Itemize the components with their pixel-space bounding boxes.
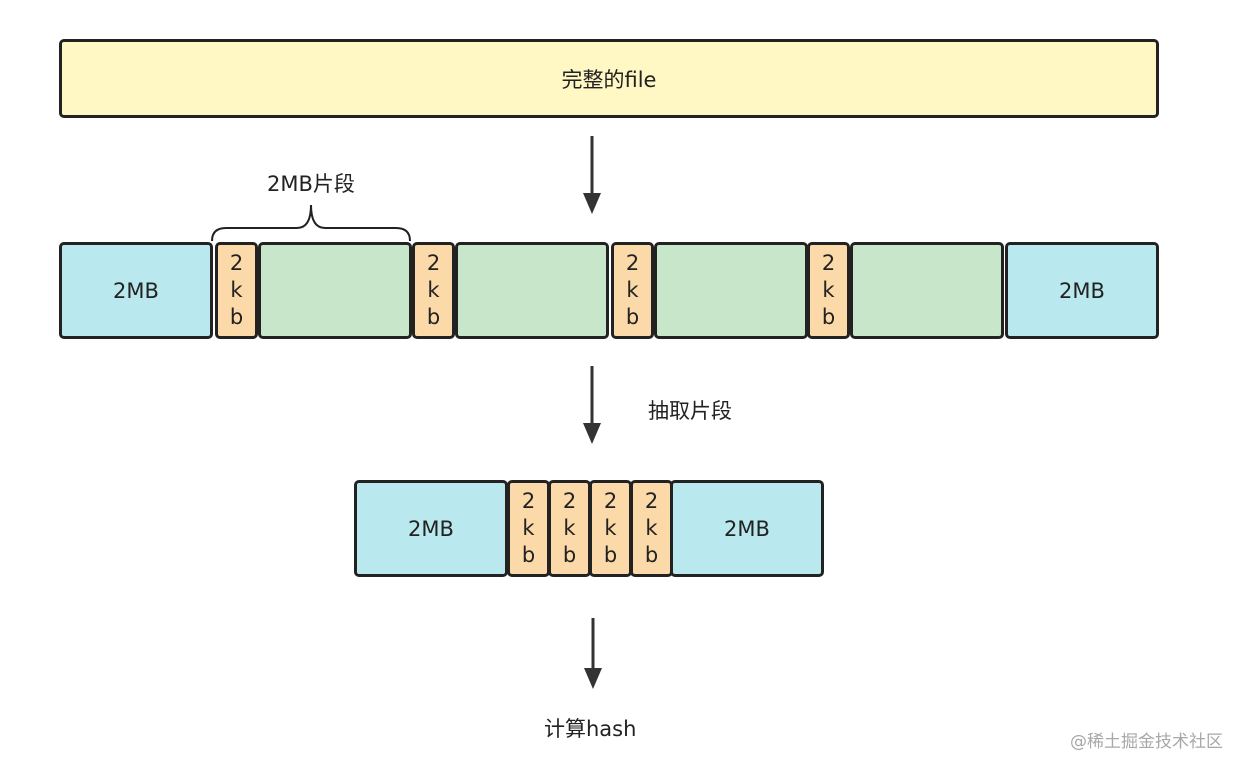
extracted-2kb-label: 2 k b: [603, 489, 618, 567]
middle-segment-block: [654, 242, 808, 339]
sample-2kb-block: 2 k b: [412, 242, 455, 339]
middle-segment-block: [258, 242, 412, 339]
whole-file-label: 完整的file: [561, 67, 657, 92]
last-2mb-label: 2MB: [1059, 278, 1105, 303]
sample-2kb-block: 2 k b: [807, 242, 850, 339]
extracted-2kb-label: 2 k b: [562, 489, 577, 567]
compute-hash-label: 计算hash: [544, 717, 637, 741]
down-arrow-icon: [583, 136, 601, 214]
sample-2kb-block: 2 k b: [611, 242, 654, 339]
extracted-first-2mb-label: 2MB: [408, 516, 454, 541]
whole-file-block: 完整的file: [59, 39, 1159, 118]
segment-brace-label: 2MB片段: [267, 172, 355, 196]
sample-2kb-label: 2 k b: [426, 251, 441, 329]
sample-2kb-label: 2 k b: [625, 251, 640, 329]
middle-segment-block: [455, 242, 609, 339]
sample-2kb-label: 2 k b: [229, 251, 244, 329]
extracted-last-2mb-label: 2MB: [724, 516, 770, 541]
extracted-2kb-label: 2 k b: [521, 489, 536, 567]
down-arrow-icon: [583, 366, 601, 444]
sample-2kb-block: 2 k b: [215, 242, 258, 339]
extracted-last-2mb-block: 2MB: [670, 480, 824, 577]
extracted-2kb-label: 2 k b: [644, 489, 659, 567]
first-2mb-block: 2MB: [59, 242, 213, 339]
extract-segments-label: 抽取片段: [648, 399, 732, 423]
extracted-2kb-block: 2 k b: [630, 480, 673, 577]
segment-brace-icon: [211, 204, 411, 242]
down-arrow-icon: [584, 618, 602, 689]
last-2mb-block: 2MB: [1005, 242, 1159, 339]
first-2mb-label: 2MB: [113, 278, 159, 303]
sample-2kb-label: 2 k b: [821, 251, 836, 329]
middle-segment-block: [850, 242, 1004, 339]
watermark-text: @稀土掘金技术社区: [1070, 732, 1223, 752]
extracted-first-2mb-block: 2MB: [354, 480, 508, 577]
